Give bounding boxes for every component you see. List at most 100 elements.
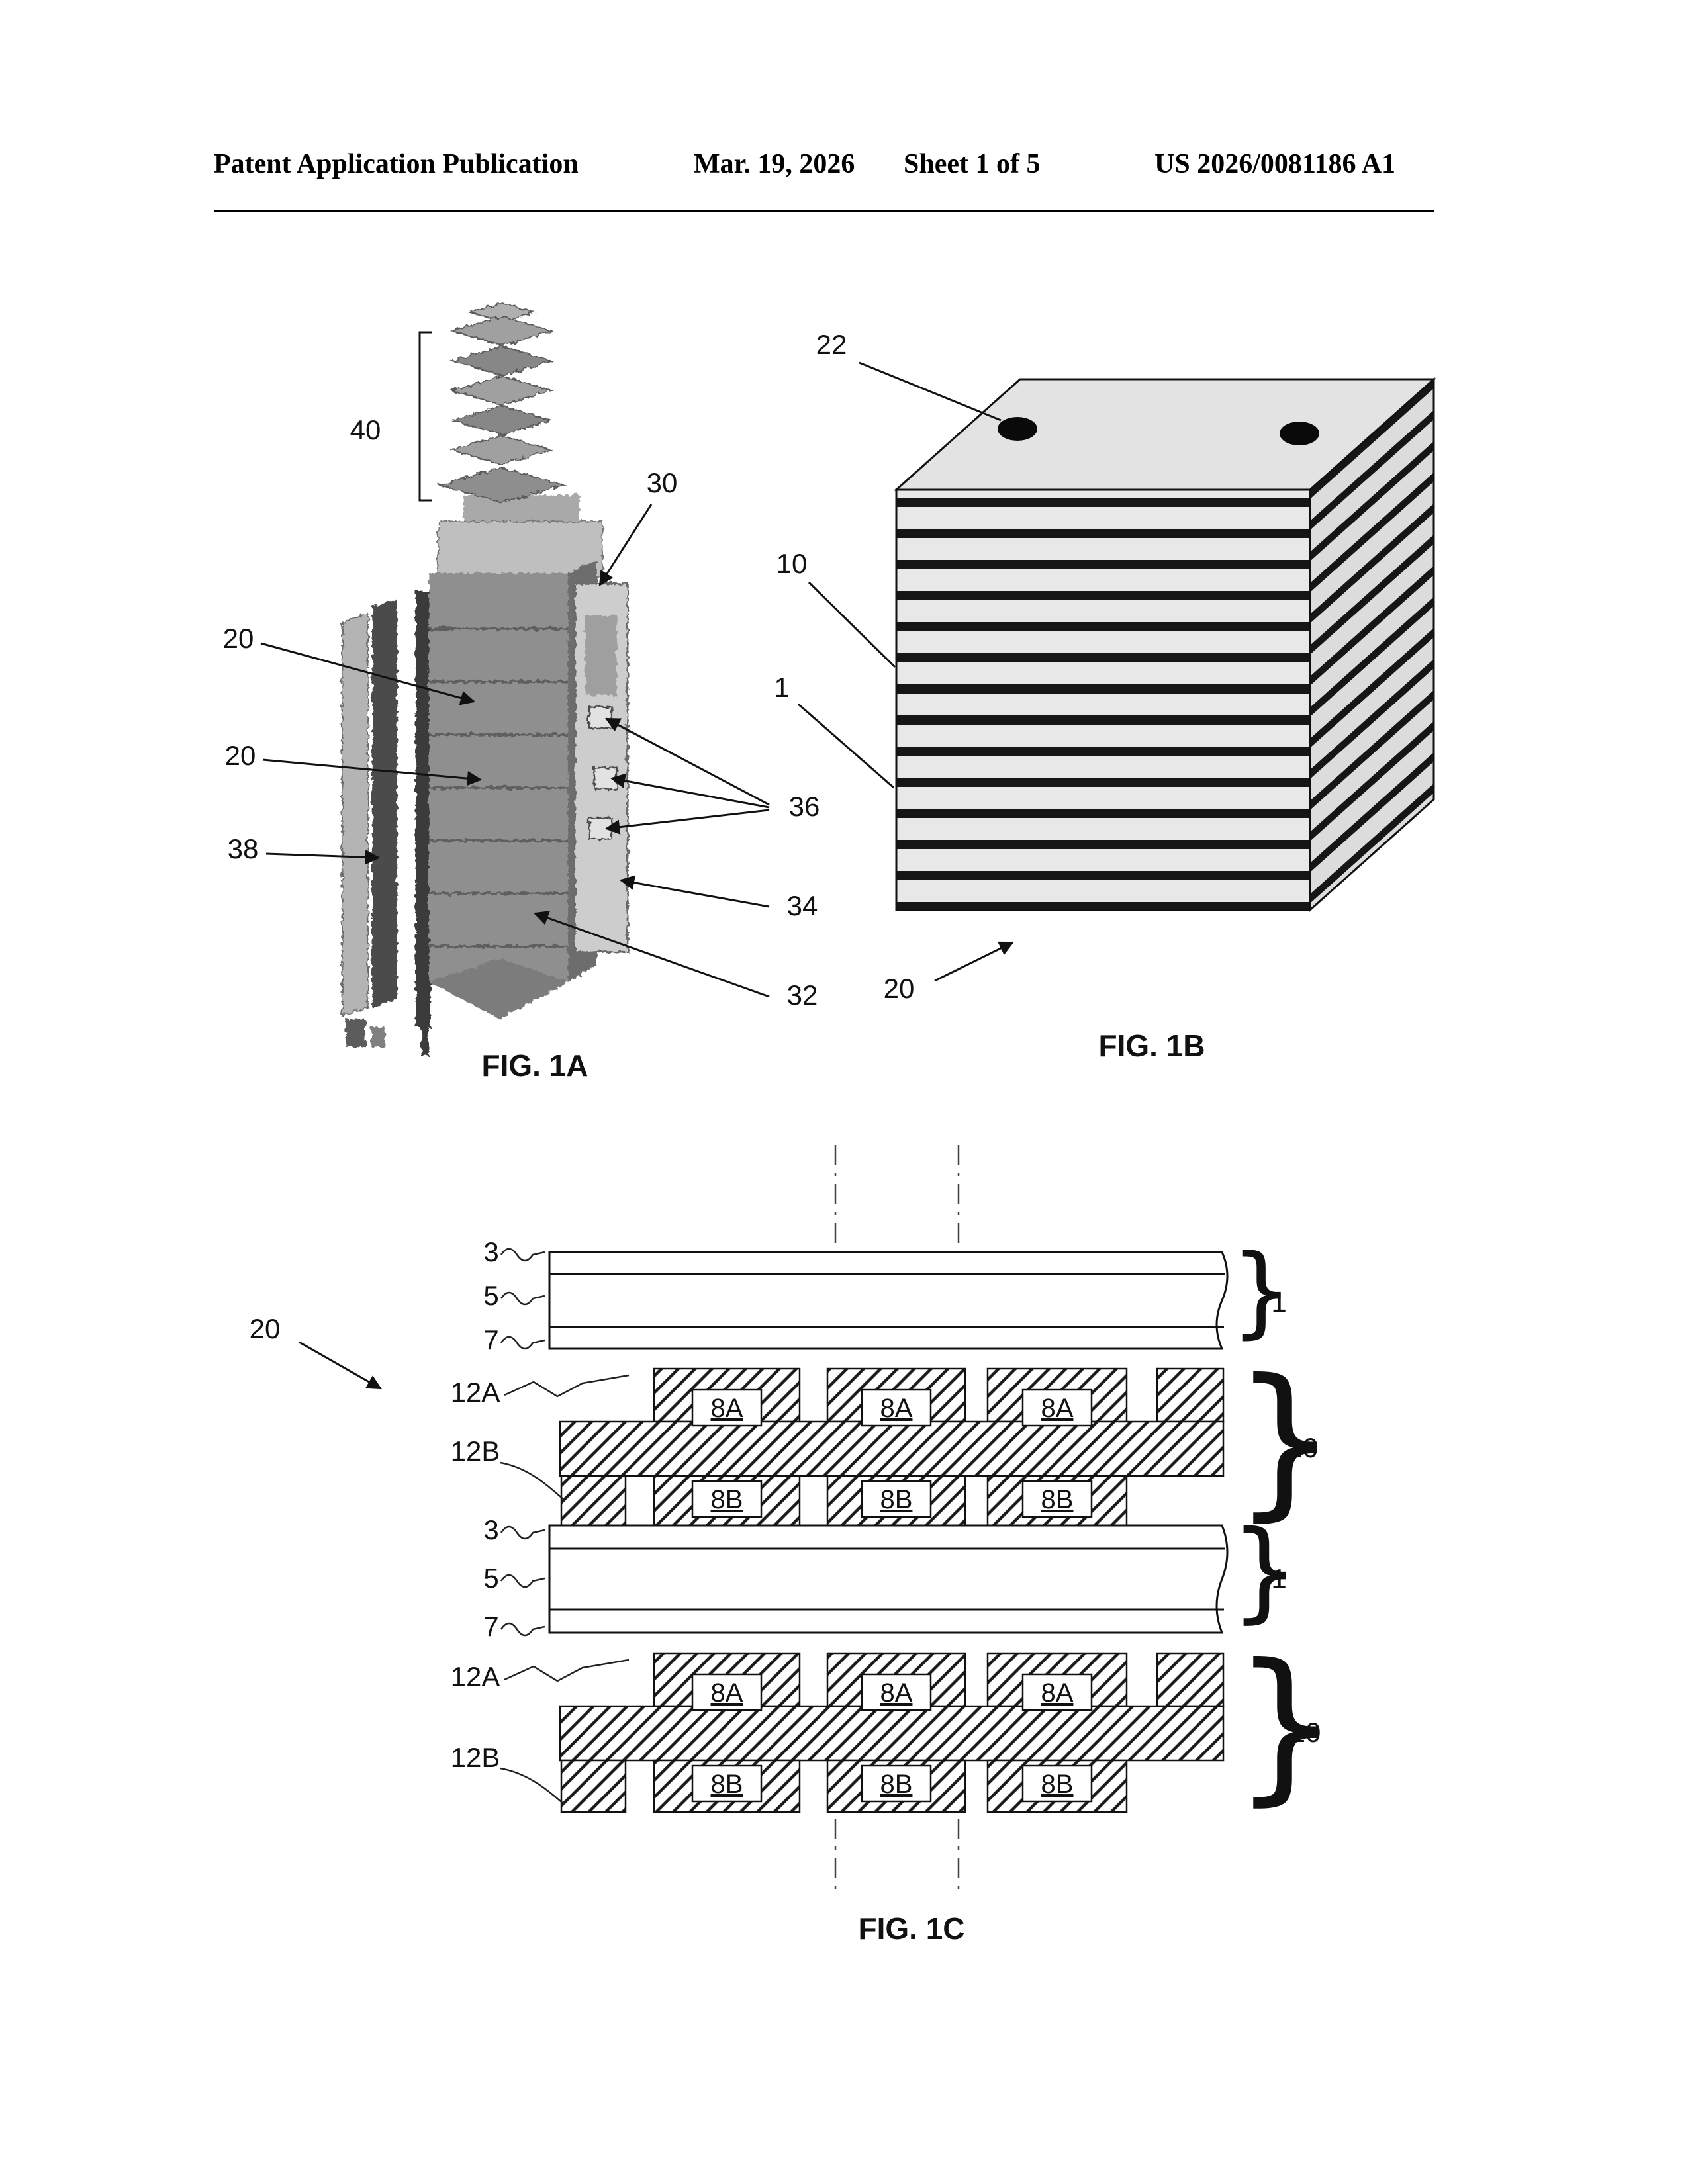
spring-washer-stack [436, 302, 567, 504]
leader-36b [610, 773, 770, 809]
leader-20-stack [299, 1341, 382, 1390]
brace-ic-2: } [1233, 1628, 1338, 1821]
label-12b-1: 12B [451, 1435, 500, 1467]
label-box-8b [691, 1480, 763, 1518]
figure-1b: 22 10 1 20 FIG. 1B [774, 329, 1436, 1063]
label-38: 38 [228, 833, 259, 864]
fig1a-exploded-stack-drawing [342, 302, 629, 1056]
interconnect-2-labels: 8A 8A 8A 8B 8B 8B [691, 1673, 1093, 1803]
label-box-8a [1021, 1388, 1093, 1427]
leader-20-upper [260, 642, 476, 705]
label-32: 32 [787, 979, 818, 1011]
label-8a: 8A [711, 1394, 743, 1423]
hardware-bit-2 [371, 1027, 385, 1047]
label-1-cell2: 1 [1271, 1563, 1286, 1594]
tab-1 [588, 705, 613, 729]
label-3-1: 3 [483, 1236, 498, 1267]
frame-cutout [585, 615, 617, 695]
tie-rod-end [421, 1028, 429, 1056]
figure-1a: 40 30 20 20 38 36 34 32 FIG. 1A [223, 302, 820, 1083]
label-10: 10 [776, 548, 808, 579]
leader-38 [265, 850, 381, 865]
label-8a: 8A [1041, 1678, 1074, 1707]
label-8b: 8B [711, 1770, 743, 1799]
label-34: 34 [787, 890, 818, 921]
label-8b: 8B [880, 1770, 913, 1799]
leader-36a [605, 717, 770, 806]
side-plate-dark [372, 600, 397, 1007]
header-sheet: Sheet 1 of 5 [904, 149, 1041, 179]
stack-front-face [895, 488, 1311, 911]
label-3-2: 3 [483, 1514, 498, 1545]
squiggle-3-1 [500, 1248, 545, 1262]
label-box-8b [691, 1764, 763, 1803]
bracket-40 [418, 331, 432, 502]
brace-cell-2: } [1230, 1507, 1299, 1634]
header-date: Mar. 19, 2026 [694, 149, 855, 179]
leader-30 [598, 504, 653, 586]
label-box-8a [861, 1673, 932, 1711]
leader-32 [533, 911, 770, 998]
squiggle-3-2 [500, 1525, 545, 1540]
leader-36c [604, 809, 770, 835]
label-box-8a [691, 1673, 763, 1711]
label-8a: 8A [711, 1678, 743, 1707]
label-40: 40 [350, 414, 381, 445]
label-8a: 8A [1041, 1394, 1074, 1423]
leader-12a-1 [504, 1374, 630, 1398]
label-7-1: 7 [483, 1324, 498, 1355]
label-36: 36 [789, 791, 820, 822]
label-12a-1: 12A [451, 1377, 500, 1408]
label-box-8b [1021, 1480, 1093, 1518]
label-8a: 8A [880, 1678, 913, 1707]
cell-band-2 [548, 1524, 1229, 1634]
label-30: 30 [647, 467, 678, 498]
label-8b: 8B [880, 1485, 913, 1514]
label-box-8a [1021, 1673, 1093, 1711]
leader-12b-1 [500, 1461, 565, 1500]
leader-20 [934, 941, 1015, 982]
label-1: 1 [774, 672, 789, 703]
label-7-2: 7 [483, 1611, 498, 1642]
label-5-1: 5 [483, 1280, 498, 1311]
label-10-ic2: 10 [1290, 1717, 1321, 1748]
label-8b: 8B [711, 1485, 743, 1514]
tie-rod [416, 591, 430, 1028]
leader-22 [859, 361, 1002, 422]
fig1c-caption: FIG. 1C [858, 1911, 964, 1946]
label-1-cell1: 1 [1271, 1287, 1286, 1318]
brace-ic-1: } [1233, 1343, 1338, 1536]
hardware-bit-1 [346, 1019, 365, 1047]
label-20-lower: 20 [225, 740, 256, 771]
fig1b-caption: FIG. 1B [1098, 1028, 1205, 1063]
leader-20-lower [262, 758, 483, 786]
header-rule [214, 210, 1434, 212]
leader-12b-2 [500, 1767, 565, 1805]
label-8b: 8B [1041, 1485, 1074, 1514]
label-20: 20 [884, 973, 915, 1004]
leader-12a-2 [504, 1659, 630, 1682]
port-hole-left [998, 417, 1037, 441]
squiggle-7-1 [500, 1336, 545, 1350]
label-8b: 8B [1041, 1770, 1074, 1799]
interconnect-1-labels: 8A 8A 8A 8B 8B 8B [691, 1388, 1093, 1518]
label-12b-2: 12B [451, 1742, 500, 1773]
label-box-8b [861, 1764, 932, 1803]
label-8a: 8A [880, 1394, 913, 1423]
squiggle-5-2 [500, 1574, 545, 1588]
brace-cell-1: } [1230, 1234, 1293, 1349]
stack-layer-lines [429, 627, 568, 948]
leader-1 [798, 703, 894, 789]
label-22: 22 [816, 329, 847, 360]
label-box-8b [861, 1480, 932, 1518]
header-patent-number: US 2026/0081186 A1 [1154, 149, 1396, 179]
header-publication: Patent Application Publication [214, 149, 579, 179]
side-plate-light [342, 613, 369, 1017]
stack-top-face [894, 378, 1436, 491]
port-hole-right [1280, 422, 1319, 445]
end-plate-lower [438, 521, 603, 578]
figure-1c: 20 3 5 7 } 1 [250, 1145, 1338, 1946]
label-box-8b [1021, 1764, 1093, 1803]
leader-10 [808, 581, 896, 668]
